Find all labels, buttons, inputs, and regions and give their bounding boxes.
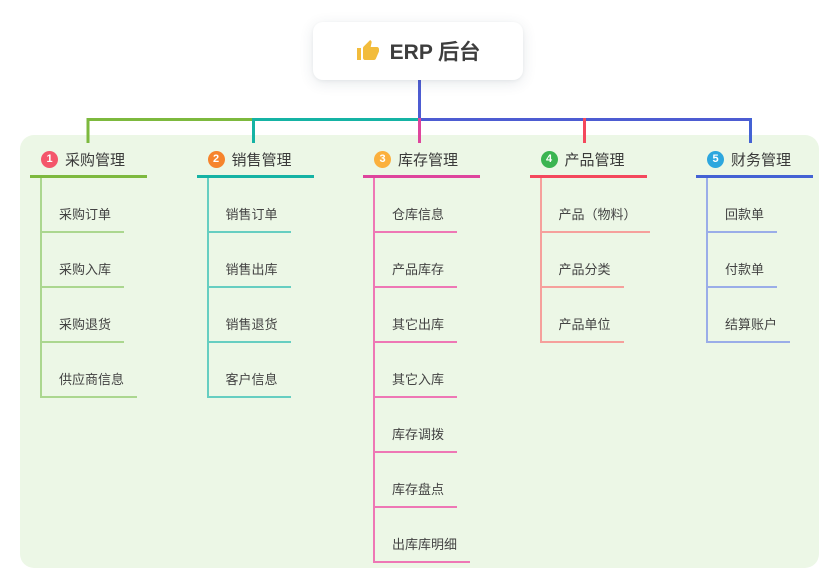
branches-panel: 1 采购管理采购订单采购入库采购退货供应商信息 2 销售管理销售订单销售出库销售退货客… bbox=[20, 135, 819, 568]
branch-title-1[interactable]: 1 采购管理 bbox=[30, 148, 147, 178]
branch-children: 回款单付款单结算账户 bbox=[706, 178, 791, 343]
child-node-label: 产品库存 bbox=[392, 262, 445, 277]
child-node-label: 供应商信息 bbox=[59, 372, 125, 387]
thumbs-up-icon bbox=[356, 40, 379, 60]
child-node[interactable]: 客户信息 bbox=[208, 343, 291, 398]
branch-title-label: 产品管理 bbox=[564, 151, 625, 169]
child-node[interactable]: 产品库存 bbox=[375, 233, 458, 288]
child-node-label: 结算账户 bbox=[725, 317, 778, 332]
child-node-label: 库存调拨 bbox=[392, 427, 445, 442]
branch-number-badge: 1 bbox=[41, 150, 58, 168]
branch-title-label: 财务管理 bbox=[731, 151, 792, 169]
root-node-label: ERP 后台 bbox=[389, 41, 481, 64]
branch-3: 3 库存管理仓库信息产品库存其它出库其它入库库存调拨库存盘点出库库明细 bbox=[363, 148, 480, 563]
branch-children: 仓库信息产品库存其它出库其它入库库存调拨库存盘点出库库明细 bbox=[373, 178, 471, 563]
child-node[interactable]: 其它入库 bbox=[375, 343, 458, 398]
branch-number-badge: 2 bbox=[207, 150, 225, 168]
branch-children: 采购订单采购入库采购退货供应商信息 bbox=[40, 178, 138, 398]
child-node[interactable]: 产品（物料） bbox=[541, 178, 650, 233]
branch-title-5[interactable]: 5 财务管理 bbox=[696, 148, 813, 178]
root-node[interactable]: ERP 后台 bbox=[313, 22, 523, 80]
branch-title-label: 库存管理 bbox=[398, 151, 459, 169]
child-node-label: 产品分类 bbox=[558, 262, 611, 277]
child-node-label: 回款单 bbox=[725, 207, 765, 222]
child-node[interactable]: 产品分类 bbox=[541, 233, 624, 288]
branch-title-label: 销售管理 bbox=[231, 151, 292, 169]
child-node[interactable]: 销售出库 bbox=[208, 233, 291, 288]
branch-number-badge: 3 bbox=[374, 150, 391, 168]
child-node[interactable]: 其它出库 bbox=[375, 288, 458, 343]
child-node[interactable]: 回款单 bbox=[708, 178, 778, 233]
child-node[interactable]: 采购订单 bbox=[42, 178, 125, 233]
branch-number-badge: 4 bbox=[540, 150, 558, 168]
child-node[interactable]: 库存盘点 bbox=[375, 453, 458, 508]
child-node-label: 库存盘点 bbox=[392, 482, 445, 497]
child-node-label: 销售订单 bbox=[225, 207, 278, 222]
child-node-label: 出库库明细 bbox=[392, 537, 458, 552]
child-node-label: 产品单位 bbox=[558, 317, 611, 332]
branch-1: 1 采购管理采购订单采购入库采购退货供应商信息 bbox=[30, 148, 147, 398]
child-node-label: 付款单 bbox=[725, 262, 765, 277]
child-node[interactable]: 销售订单 bbox=[208, 178, 291, 233]
branch-title-2[interactable]: 2 销售管理 bbox=[196, 148, 314, 178]
child-node[interactable]: 结算账户 bbox=[708, 288, 791, 343]
branch-number-badge: 5 bbox=[707, 150, 724, 168]
child-node-label: 其它入库 bbox=[392, 372, 445, 387]
branch-title-4[interactable]: 4 产品管理 bbox=[529, 148, 647, 178]
child-node-label: 采购订单 bbox=[59, 207, 112, 222]
branch-2: 2 销售管理销售订单销售出库销售退货客户信息 bbox=[196, 148, 314, 398]
child-node-label: 客户信息 bbox=[225, 372, 278, 387]
child-node-label: 采购退货 bbox=[59, 317, 112, 332]
branch-4: 4 产品管理产品（物料） 产品分类产品单位 bbox=[529, 148, 650, 343]
child-node[interactable]: 供应商信息 bbox=[42, 343, 138, 398]
child-node-label: 仓库信息 bbox=[392, 207, 445, 222]
child-node-label: 销售出库 bbox=[225, 262, 278, 277]
branch-5: 5 财务管理回款单付款单结算账户 bbox=[696, 148, 813, 343]
child-node[interactable]: 库存调拨 bbox=[375, 398, 458, 453]
child-node[interactable]: 付款单 bbox=[708, 233, 778, 288]
child-node-label: 采购入库 bbox=[59, 262, 112, 277]
child-node[interactable]: 销售退货 bbox=[208, 288, 291, 343]
branch-children: 产品（物料） 产品分类产品单位 bbox=[539, 178, 650, 343]
child-node-label: 产品（物料） bbox=[558, 207, 637, 222]
branch-title-label: 采购管理 bbox=[65, 151, 126, 169]
child-node[interactable]: 仓库信息 bbox=[375, 178, 458, 233]
child-node-label: 销售退货 bbox=[225, 317, 278, 332]
child-node[interactable]: 产品单位 bbox=[541, 288, 624, 343]
child-node[interactable]: 采购退货 bbox=[42, 288, 125, 343]
child-node[interactable]: 出库库明细 bbox=[375, 508, 471, 563]
branch-children: 销售订单销售出库销售退货客户信息 bbox=[206, 178, 291, 398]
child-node-label: 其它出库 bbox=[392, 317, 445, 332]
child-node[interactable]: 采购入库 bbox=[42, 233, 125, 288]
branch-title-3[interactable]: 3 库存管理 bbox=[363, 148, 480, 178]
